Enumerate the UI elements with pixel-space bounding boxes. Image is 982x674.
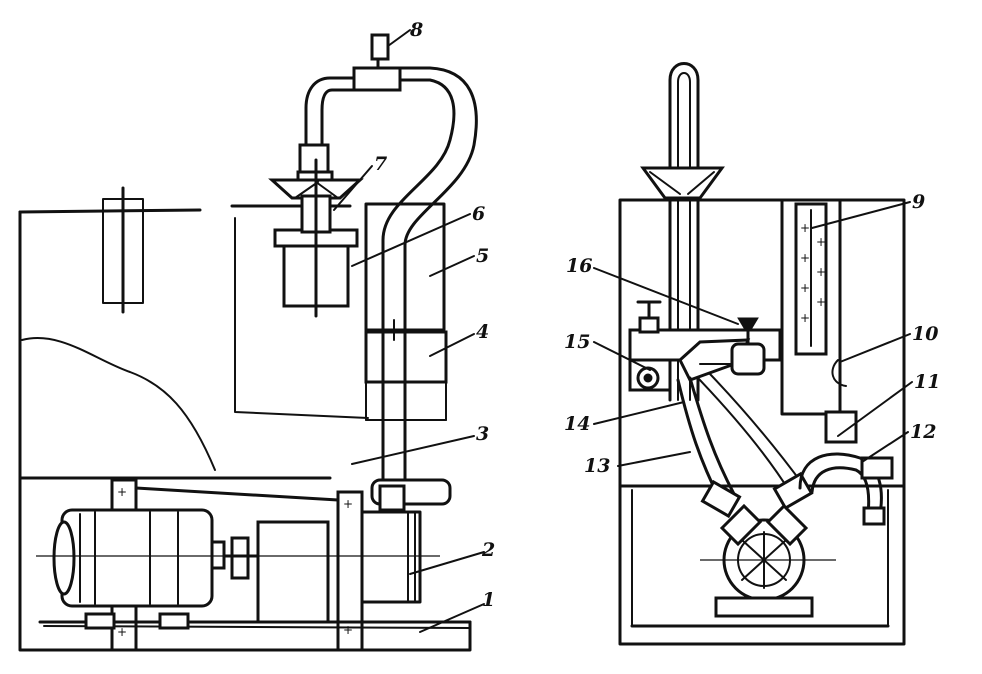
electric-motor xyxy=(36,508,440,624)
svg-text:+: + xyxy=(816,295,826,309)
label-12: 12 xyxy=(910,421,936,443)
cabinet xyxy=(618,198,906,646)
label-16: 16 xyxy=(566,255,592,277)
inner-tank-outline xyxy=(234,217,369,419)
svg-text:+: + xyxy=(800,311,810,325)
pump-2 xyxy=(360,510,422,604)
bottom-elbow xyxy=(370,478,452,512)
svg-text:+: + xyxy=(343,623,353,637)
label-11: 11 xyxy=(914,371,940,393)
filler-pipe xyxy=(102,186,144,314)
label-7: 7 xyxy=(374,153,387,175)
leader-lines xyxy=(333,29,913,633)
sensor-8 xyxy=(370,33,390,61)
end-riser xyxy=(640,62,725,402)
top-coupling xyxy=(352,33,402,92)
outlet-pipe xyxy=(798,452,894,526)
label-10: 10 xyxy=(912,323,938,345)
callout-labels: 1 2 3 4 5 6 7 8 9 10 11 12 13 14 15 16 xyxy=(374,19,940,611)
sight-glass: + + + + + + + xyxy=(780,198,858,444)
svg-text:+: + xyxy=(117,485,127,499)
svg-text:+: + xyxy=(800,221,810,235)
label-13: 13 xyxy=(584,455,610,477)
label-2: 2 xyxy=(481,539,495,561)
valve-manifold xyxy=(628,300,782,392)
label-15: 15 xyxy=(564,331,590,353)
label-4: 4 xyxy=(476,321,489,343)
tank-body xyxy=(18,204,472,652)
label-5: 5 xyxy=(476,245,489,267)
nozzle-pipe xyxy=(296,76,356,198)
svg-text:+: + xyxy=(117,625,127,639)
label-6: 6 xyxy=(472,203,485,225)
label-3: 3 xyxy=(476,423,489,445)
label-14: 14 xyxy=(564,413,590,435)
drum xyxy=(273,158,359,318)
label-1: 1 xyxy=(482,589,495,611)
suction-hoses xyxy=(676,373,814,519)
base-skid xyxy=(38,612,472,630)
svg-text:+: + xyxy=(816,265,826,279)
end-view: + + + + + + + xyxy=(618,62,906,646)
label-8: 8 xyxy=(409,19,423,41)
riser-pipe xyxy=(381,66,478,502)
label-9: 9 xyxy=(912,191,925,213)
v-pump xyxy=(700,503,836,618)
svg-text:+: + xyxy=(800,281,810,295)
side-view: + + + + xyxy=(18,33,478,652)
svg-text:+: + xyxy=(816,235,826,249)
svg-text:+: + xyxy=(343,497,353,511)
svg-text:+: + xyxy=(800,251,810,265)
